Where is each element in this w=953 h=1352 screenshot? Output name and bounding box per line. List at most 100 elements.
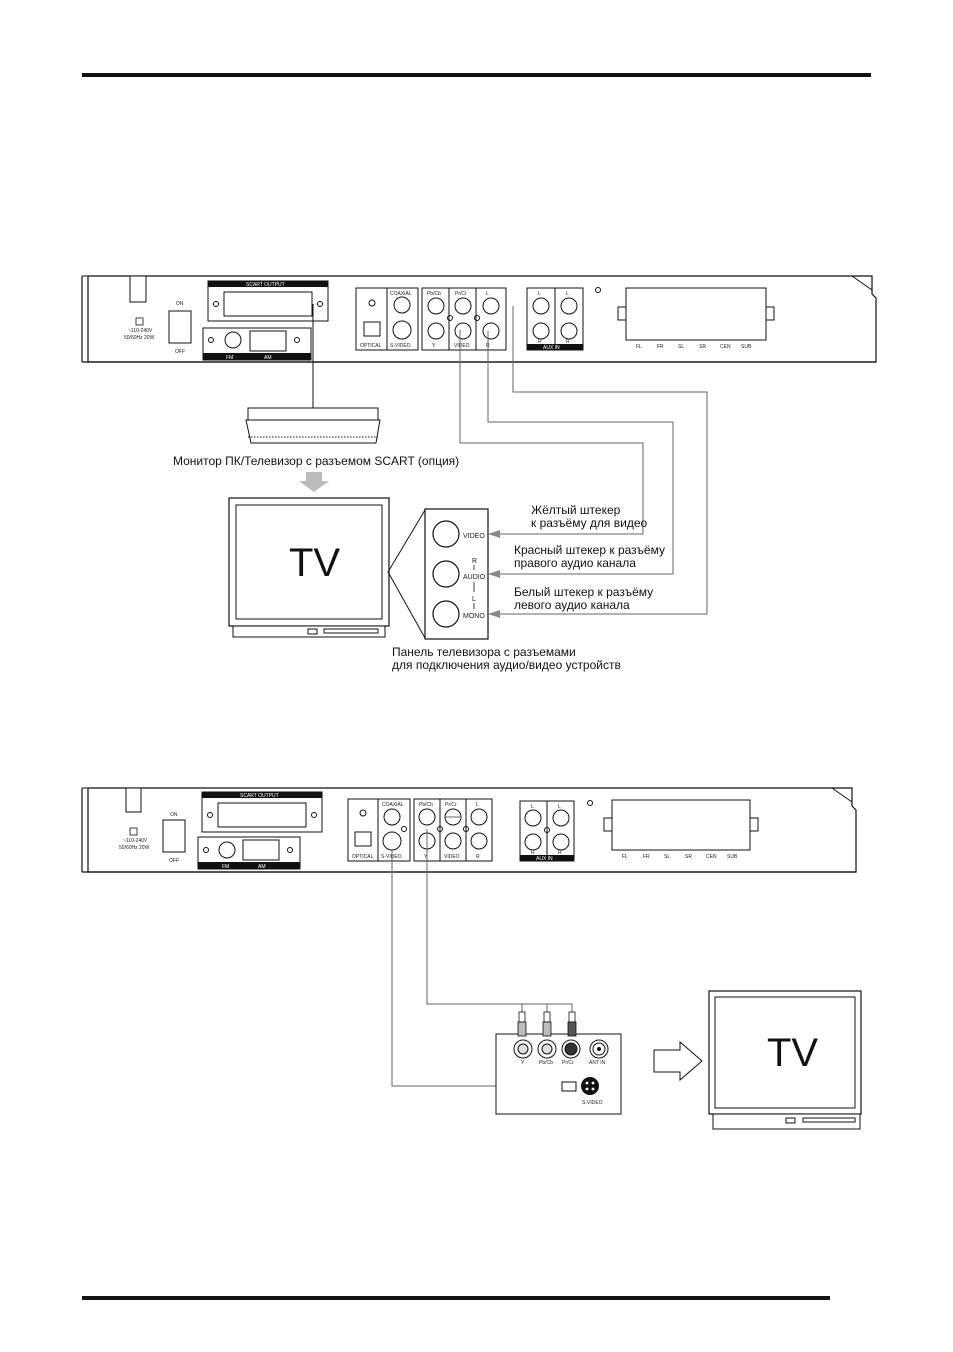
switch-off-label-2: OFF [169, 858, 179, 864]
rca-plugs [517, 1011, 577, 1037]
am-label-2: AM [258, 864, 266, 870]
power-switch[interactable] [168, 310, 192, 344]
audio-l-jack[interactable] [482, 297, 500, 315]
speaker-sl-label: SL [678, 344, 684, 350]
speaker-sr-label: SR [699, 344, 706, 350]
audio-r-jack-2[interactable] [470, 832, 488, 850]
speaker-outputs-block-2 [611, 799, 751, 851]
arrow-audio-r-icon [488, 570, 500, 578]
speaker-2-sub-label: SUB [727, 854, 738, 860]
y-jack[interactable] [427, 322, 445, 340]
aux-in-label-2: AUX IN [536, 856, 553, 862]
aux-r1-jack-2[interactable] [524, 833, 542, 851]
tv-audio-r-jack[interactable] [432, 560, 460, 588]
optical-label-2: OPTICAL [352, 854, 374, 860]
fm-antenna-jack[interactable] [224, 331, 242, 349]
red-plug-line2: правого аудио канала [514, 556, 636, 570]
tv-y-label: Y [521, 1060, 525, 1066]
tv-2-label: TV [767, 1031, 818, 1075]
tv-prcr-label: Pr/Cr [562, 1060, 574, 1066]
tv-panel-caption-line2: для подключения аудио/видео устройств [392, 658, 621, 672]
y-label: Y [432, 343, 436, 349]
red-plug-line1: Красный штекер к разъёму [514, 543, 665, 557]
aux-r1-jack[interactable] [532, 322, 550, 340]
composite-cables [459, 306, 708, 615]
tv-svideo-jack[interactable] [581, 1077, 599, 1095]
header-rule [82, 73, 871, 77]
aux-l1-jack-2[interactable] [524, 809, 542, 827]
power-switch-2[interactable] [162, 819, 186, 853]
aux-r2-jack[interactable] [560, 322, 578, 340]
aux-l1-label-2: L [531, 804, 534, 810]
speaker-2-fr-label: FR [643, 854, 650, 860]
rca-plug [542, 1011, 552, 1037]
pbcb-jack-2[interactable] [418, 808, 436, 826]
tv-pbcb-label: Pb/Cb [539, 1060, 553, 1066]
am-antenna-terminal[interactable] [249, 330, 287, 352]
prcr-jack[interactable] [454, 297, 472, 315]
tv-1: TV [228, 497, 390, 638]
optical-output-jack[interactable] [363, 321, 381, 337]
power-spec-line2: 50/60Hz 20W [124, 335, 155, 341]
svideo-label: S-VIDEO [390, 343, 411, 349]
speaker-fl-label: FL [636, 344, 642, 350]
speaker-sub-label: SUB [741, 344, 752, 350]
tv-jack-l-label: L [472, 596, 476, 603]
coaxial-label-2: COAXIAL [382, 802, 404, 808]
am-label: AM [264, 355, 272, 361]
audio-l-label-2: L [476, 802, 479, 808]
aux-l2-jack-2[interactable] [552, 809, 570, 827]
fm-antenna-jack-2[interactable] [218, 841, 236, 859]
speaker-2-fl-label: FL [622, 854, 628, 860]
right-arrow-icon [653, 1040, 703, 1082]
tv-jack-audio-label: AUDIO [463, 574, 486, 581]
switch-on-label-2: ON [170, 812, 178, 818]
tv-video-jack[interactable] [432, 520, 460, 548]
aux-l1-jack[interactable] [532, 297, 550, 315]
tv-jack-mono-label: MONO [463, 613, 485, 620]
fm-label-2: FM [222, 864, 229, 870]
aux-l2-jack[interactable] [560, 297, 578, 315]
tv-1-label: TV [289, 541, 340, 585]
speaker-2-cen-label: CEN [706, 854, 717, 860]
scart-output-label-2: SCART OUTPUT [240, 793, 279, 799]
tv-jack-r-label: R [472, 558, 477, 565]
white-plug-line2: левого аудио канала [514, 598, 630, 612]
aux-r1-label-2: R [531, 850, 535, 856]
optical-output-jack-2[interactable] [354, 831, 372, 847]
pbcb-label-2: Pb/Cb [419, 802, 433, 808]
rca-plug [567, 1011, 577, 1037]
dvd-rear-panel-2: ~110-240V 50/60Hz 20W ON OFF SCART OUTPU… [81, 787, 857, 873]
pbcb-label: Pb/Cb [427, 291, 441, 297]
scart-caption: Монитор ПК/Телевизор с разъемом SCART (о… [173, 454, 459, 468]
audio-l-jack-2[interactable] [470, 808, 488, 826]
tv-audio-l-mono-jack[interactable] [432, 600, 460, 628]
pbcb-jack[interactable] [427, 297, 445, 315]
coaxial-label: COAXIAL [390, 291, 412, 297]
am-antenna-terminal-2[interactable] [242, 839, 280, 861]
svideo-output-jack-2[interactable] [382, 831, 402, 851]
aux-r2-jack-2[interactable] [552, 833, 570, 851]
aux-l1-label: L [538, 291, 541, 297]
coaxial-output-jack-2[interactable] [383, 808, 401, 826]
arrow-video-icon [488, 530, 500, 538]
aux-r1-label: R [538, 339, 542, 345]
arrow-audio-l-icon [488, 610, 500, 618]
audio-r-label-2: R [476, 854, 480, 860]
video-jack[interactable] [454, 322, 472, 340]
svideo-output-jack[interactable] [392, 320, 412, 340]
power-symbol-icon-2 [129, 827, 138, 836]
rca-plug [517, 1011, 527, 1037]
video-label-2: VIDEO [444, 854, 460, 860]
video-jack-2[interactable] [444, 832, 462, 850]
prcr-label: Pr/Cr [455, 291, 467, 297]
power-spec-line1: ~110-240V [128, 328, 153, 334]
footer-rule [82, 1296, 830, 1300]
switch-on-label: ON [176, 301, 184, 307]
white-plug-line1: Белый штекер к разъёму [514, 585, 653, 599]
power-spec-2-line1: ~110-240V [123, 838, 148, 844]
coaxial-output-jack[interactable] [393, 296, 411, 314]
audio-r-jack[interactable] [482, 322, 500, 340]
